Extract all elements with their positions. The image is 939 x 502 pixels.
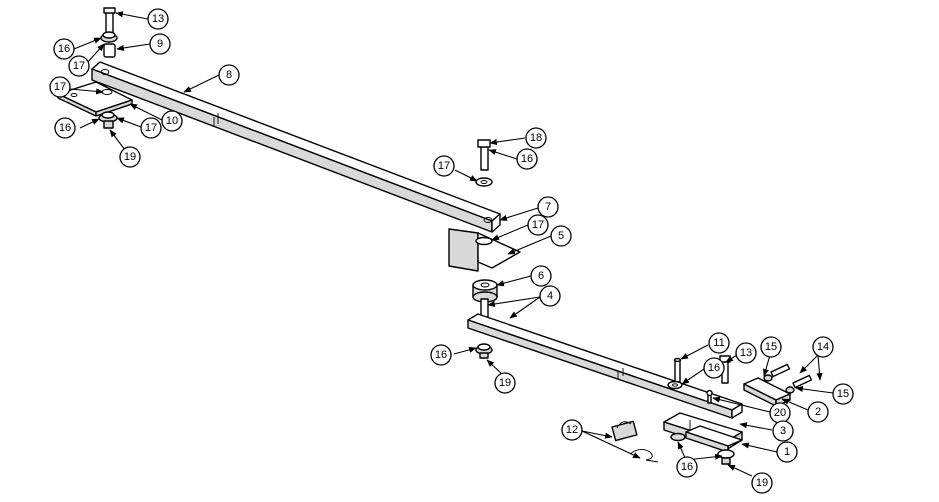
callout-17-plate: 17	[49, 76, 71, 98]
callout-label: 1	[784, 446, 790, 458]
callout-label: 18	[530, 132, 542, 144]
callout-label: 10	[166, 115, 178, 127]
lock-and-clip-part	[611, 420, 659, 463]
callout-label: 6	[538, 270, 544, 282]
callout-18: 18	[525, 127, 547, 149]
middle-bracket-part	[448, 228, 521, 272]
callout-6: 6	[530, 265, 552, 287]
callout-label: 17	[438, 160, 450, 172]
callout-16-plate: 16	[54, 117, 76, 139]
callout-label: 12	[566, 424, 578, 436]
callout-label: 4	[547, 290, 553, 302]
callout-17-plate-lower: 17	[140, 117, 162, 139]
callout-16-top: 16	[53, 38, 75, 60]
middle-washer-part	[475, 177, 493, 187]
callout-label: 9	[157, 38, 163, 50]
callout-16-bottom: 16	[676, 456, 698, 478]
callout-13-top: 13	[147, 8, 169, 30]
callout-14: 14	[812, 336, 834, 358]
callout-label: 16	[521, 153, 533, 165]
callout-label: 8	[226, 69, 232, 81]
lower-bar-part	[467, 298, 743, 419]
lower-hardware-part	[670, 432, 735, 465]
callout-4: 4	[539, 285, 561, 307]
callout-label: 3	[780, 425, 786, 437]
callout-17-top: 17	[68, 55, 90, 77]
callout-label: 16	[435, 349, 447, 361]
callout-13-lower: 13	[735, 342, 757, 364]
upper-bolt-part	[103, 7, 116, 34]
callout-1: 1	[776, 441, 798, 463]
callout-label: 16	[681, 461, 693, 473]
callout-20: 20	[769, 402, 791, 424]
callout-19-lower-left: 19	[494, 372, 516, 394]
small-screw-part	[706, 389, 713, 404]
callout-7: 7	[537, 196, 559, 218]
callout-5: 5	[550, 225, 572, 247]
callout-label: 19	[499, 377, 511, 389]
callout-3: 3	[772, 420, 794, 442]
callout-2: 2	[807, 401, 829, 423]
lower-right-washer-part	[667, 380, 683, 390]
callout-16-middle: 16	[516, 148, 538, 170]
clamp-screws-part	[763, 363, 813, 394]
callout-11: 11	[708, 332, 730, 354]
callout-label: 20	[774, 407, 786, 419]
callout-label: 16	[59, 122, 71, 134]
callout-19-top: 19	[119, 146, 141, 168]
callout-label: 15	[765, 341, 777, 353]
upper-bar-part	[91, 61, 501, 233]
callout-label: 19	[756, 477, 768, 489]
callout-label: 13	[152, 13, 164, 25]
callout-label: 17	[532, 219, 544, 231]
callout-label: 14	[817, 341, 829, 353]
callout-17-bracket: 17	[527, 214, 549, 236]
callout-label: 13	[740, 347, 752, 359]
callout-16-lower-left: 16	[430, 344, 452, 366]
middle-bolt-part	[477, 139, 491, 171]
callout-label: 19	[124, 151, 136, 163]
callout-12: 12	[561, 419, 583, 441]
callout-label: 17	[145, 122, 157, 134]
callout-19-bottom: 19	[751, 472, 773, 494]
callout-label: 15	[837, 388, 849, 400]
callout-15-upper: 15	[760, 336, 782, 358]
clamp-block-part	[743, 377, 791, 407]
callout-label: 17	[73, 60, 85, 72]
callout-label: 11	[713, 337, 724, 349]
lower-left-nut-part	[98, 111, 118, 129]
callout-label: 16	[58, 43, 70, 55]
callout-10: 10	[161, 110, 183, 132]
callout-label: 5	[558, 230, 564, 242]
callout-label: 16	[708, 362, 720, 374]
callout-15-lower: 15	[832, 383, 854, 405]
callout-label: 17	[54, 81, 66, 93]
callout-8: 8	[218, 64, 240, 86]
lower-left-washer-part	[475, 343, 493, 359]
pin-part	[673, 357, 682, 383]
callout-label: 2	[815, 406, 821, 418]
callout-9: 9	[149, 33, 171, 55]
callout-label: 7	[545, 201, 551, 213]
callout-16-lower-right: 16	[703, 357, 725, 379]
callout-17-middle: 17	[433, 155, 455, 177]
